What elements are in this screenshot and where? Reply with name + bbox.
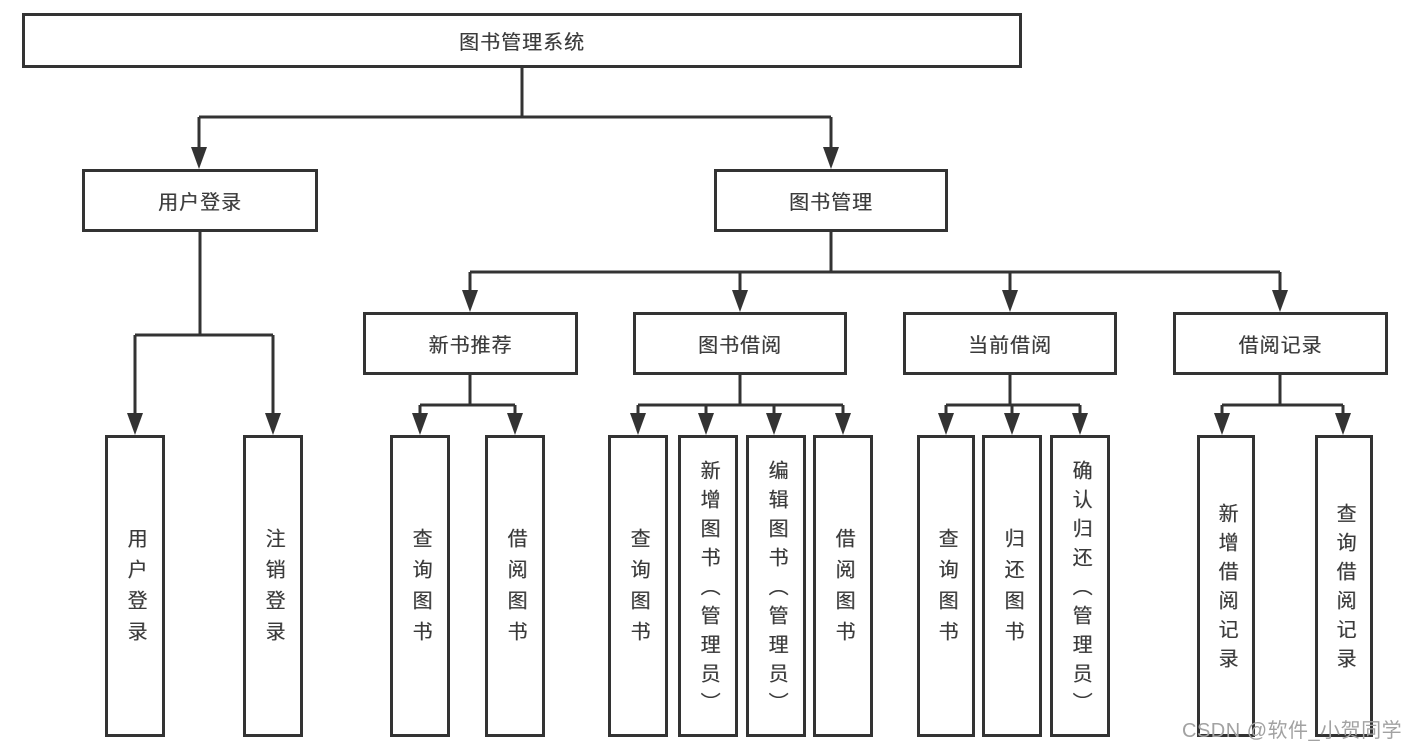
leaf-query-books: 查询图书 xyxy=(390,435,450,737)
leaf-query-books: 查询图书 xyxy=(608,435,668,737)
leaf-query-borrow-record: 查询借阅记录 xyxy=(1315,435,1373,737)
leaf-edit-books-admin: 编辑图书（管理员） xyxy=(746,435,806,737)
leaf-add-borrow-record: 新增借阅记录 xyxy=(1197,435,1255,737)
leaf-logout: 注销登录 xyxy=(243,435,303,737)
node-new-book-recommend: 新书推荐 xyxy=(363,312,578,375)
leaf-borrow-books: 借阅图书 xyxy=(813,435,873,737)
leaf-user-login: 用户登录 xyxy=(105,435,165,737)
node-current-borrowing: 当前借阅 xyxy=(903,312,1117,375)
leaf-query-books: 查询图书 xyxy=(917,435,975,737)
leaf-add-books-admin: 新增图书（管理员） xyxy=(678,435,738,737)
node-book-management: 图书管理 xyxy=(714,169,948,232)
node-user-login: 用户登录 xyxy=(82,169,318,232)
leaf-confirm-return-admin: 确认归还（管理员） xyxy=(1050,435,1110,737)
node-library-system: 图书管理系统 xyxy=(22,13,1022,68)
leaf-return-books: 归还图书 xyxy=(982,435,1042,737)
node-book-borrowing: 图书借阅 xyxy=(633,312,847,375)
leaf-borrow-books: 借阅图书 xyxy=(485,435,545,737)
csdn-watermark: CSDN @软件_小贺同学 xyxy=(1182,720,1403,742)
node-borrow-records: 借阅记录 xyxy=(1173,312,1388,375)
